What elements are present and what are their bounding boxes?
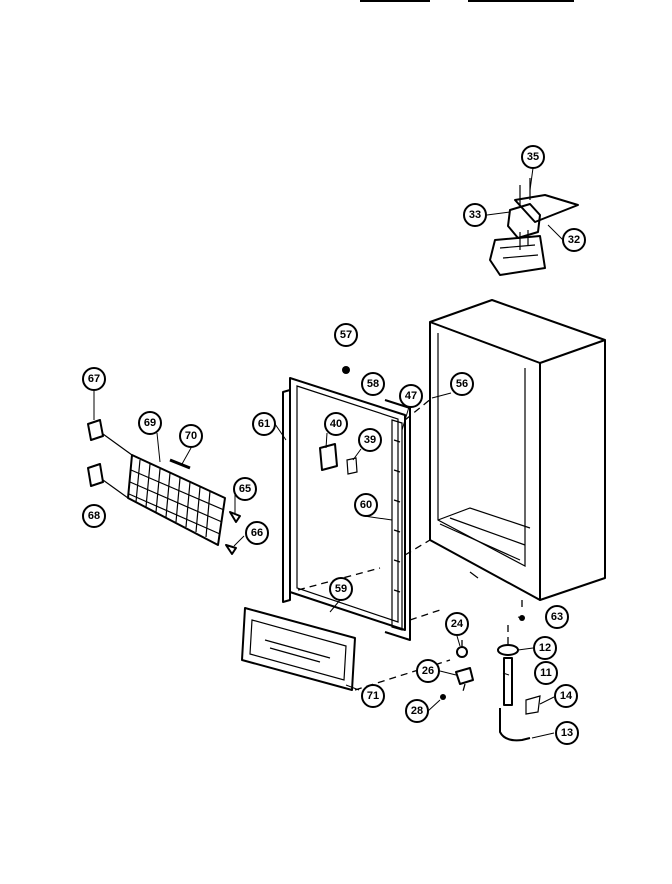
callout-14: 14 [554,684,578,708]
svg-text:70: 70 [185,430,197,442]
svg-text:60: 60 [360,499,372,511]
callout-13: 13 [555,721,579,745]
leader-lines [93,167,564,739]
svg-text:68: 68 [88,510,100,522]
svg-text:65: 65 [239,483,251,495]
cabinet-liner [429,299,606,601]
svg-text:56: 56 [456,378,468,390]
callout-47: 47 [399,384,423,408]
callout-28: 28 [405,699,429,723]
callout-66: 66 [245,521,269,545]
svg-text:40: 40 [330,418,342,430]
callout-24: 24 [445,612,469,636]
svg-text:12: 12 [539,642,551,654]
callout-65: 65 [233,477,257,501]
callout-60: 60 [354,493,378,517]
svg-text:69: 69 [144,417,156,429]
svg-text:33: 33 [469,209,481,221]
svg-text:14: 14 [560,690,573,702]
callout-33: 33 [463,203,487,227]
callout-69: 69 [138,411,162,435]
svg-text:59: 59 [335,583,347,595]
callout-71: 71 [361,684,385,708]
basket-brackets [87,419,241,555]
svg-text:11: 11 [540,667,552,679]
svg-text:61: 61 [258,418,270,430]
callout-63: 63 [545,605,569,629]
callout-11: 11 [534,661,558,685]
callout-12: 12 [533,636,557,660]
callout-68: 68 [82,504,106,528]
svg-text:32: 32 [568,234,580,246]
svg-text:24: 24 [451,618,464,630]
evaporator-bracket-assembly [489,178,579,276]
svg-text:28: 28 [411,705,423,717]
svg-text:57: 57 [340,329,352,341]
callout-59: 59 [329,577,353,601]
svg-text:63: 63 [551,611,563,623]
svg-text:35: 35 [527,151,539,163]
svg-text:71: 71 [367,690,379,702]
svg-text:26: 26 [422,665,434,677]
svg-text:67: 67 [88,373,100,385]
callout-35: 35 [521,145,545,169]
callout-67: 67 [82,367,106,391]
callout-61: 61 [252,412,276,436]
callouts: 35 33 32 57 58 56 47 61 40 39 67 69 70 6… [82,145,586,745]
callout-70: 70 [179,424,203,448]
callout-56: 56 [450,372,474,396]
svg-text:39: 39 [364,434,376,446]
svg-text:66: 66 [251,527,263,539]
callout-57: 57 [334,323,358,347]
svg-text:58: 58 [367,378,379,390]
door-panel [289,366,411,641]
callout-39: 39 [358,428,382,452]
toe-grille [241,607,356,691]
callout-26: 26 [416,659,440,683]
callout-32: 32 [562,228,586,252]
callout-40: 40 [324,412,348,436]
callout-58: 58 [361,372,385,396]
wire-basket [127,454,226,546]
door-gasket-strip [282,389,291,603]
svg-text:13: 13 [561,727,573,739]
svg-text:47: 47 [405,390,417,402]
